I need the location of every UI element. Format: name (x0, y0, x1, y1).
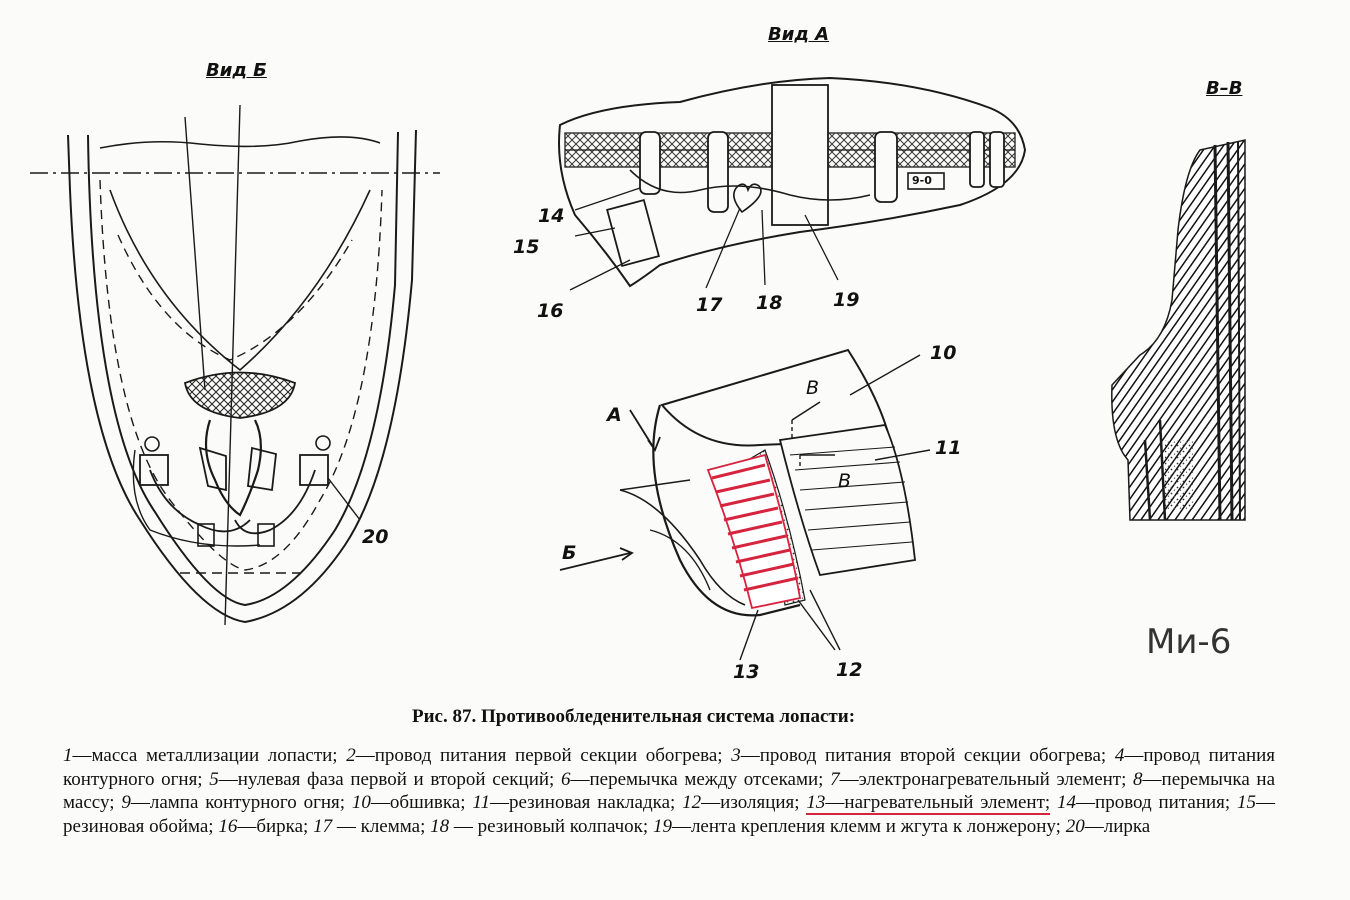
legend-item-3: 3—провод питания второй секции обогрева; (731, 745, 1106, 766)
legend-item-18: 18 — резиновый колпачок; (430, 816, 648, 837)
legend-item-text: —провод питания; (1076, 792, 1231, 813)
legend-item-text: — резиновый колпачок; (449, 815, 649, 837)
legend-item-7: 7—электронагревательный элемент; (830, 769, 1126, 790)
legend-item-number: 7 (830, 768, 840, 790)
legend-item-text: —масса металлизации лопасти; (72, 745, 338, 766)
callout-19: 19 (833, 289, 860, 311)
legend-item-11: 11—резиновая накладка; (472, 792, 675, 813)
section-vv-drawing (1111, 139, 1246, 521)
legend-item-9: 9—лампа контурного огня; (121, 792, 345, 813)
legend-item-text: —перемычка между отсеками; (570, 768, 824, 790)
legend-item-19: 19—лента крепления клемм и жгута к лонже… (653, 816, 1061, 837)
legend-item-number: 4 (1114, 745, 1125, 766)
callout-17: 17 (696, 294, 723, 316)
arrow-v-label-2: В (838, 470, 852, 492)
legend-item-text: —лампа контурного огня; (130, 792, 346, 813)
legend-item-number: 1 (63, 745, 73, 766)
legend-item-2: 2—провод питания первой секции обогрева; (346, 745, 722, 766)
arrow-v-label-1: В (806, 377, 820, 399)
tag-label: 9-0 (912, 174, 932, 187)
callout-18: 18 (756, 292, 783, 314)
legend-item-10: 10—обшивка; (352, 792, 466, 813)
legend-item-number: 15 (1237, 792, 1257, 813)
legend-item-text: —провод питания контурного огня; (63, 745, 1276, 790)
legend-item-text: —лента крепления клемм и жгута к лонжеро… (671, 815, 1061, 837)
legend-item-text: —бирка; (237, 815, 309, 837)
legend-item-text: —нулевая фаза первой и второй секций; (218, 768, 555, 790)
legend-item-5: 5—нулевая фаза первой и второй секций; (209, 769, 554, 790)
legend-item-text: —нагревательный элемент; (825, 792, 1051, 813)
legend-item-16: 16—бирка; (218, 816, 308, 837)
legend-item-8: 8—перемычка на массу; (63, 769, 1275, 814)
view-a-drawing (558, 76, 1027, 291)
callout-15: 15 (513, 236, 540, 258)
blade-section-drawing (559, 348, 931, 661)
view-b-drawing (30, 104, 440, 626)
legend-item-15: 15—резиновая обойма; (63, 792, 1275, 837)
legend-item-number: 2 (346, 745, 356, 766)
callout-14: 14 (538, 205, 565, 227)
legend-item-14: 14—провод питания; (1057, 792, 1230, 813)
legend-item-13: 13—нагревательный элемент; (806, 792, 1051, 815)
legend-item-number: 11 (472, 792, 490, 813)
arrow-a-label: А (607, 404, 622, 426)
legend-item-number: 20 (1065, 815, 1085, 837)
callout-16: 16 (537, 300, 564, 322)
legend-item-text: —изоляция; (701, 792, 800, 813)
legend-item-text: —провод питания второй секции обогрева; (740, 745, 1107, 766)
legend-item-4: 4—провод питания контурного огня; (63, 745, 1275, 790)
view-a-title: Вид А (768, 24, 830, 45)
legend-item-number: 19 (652, 815, 672, 837)
legend-item-number: 5 (209, 768, 219, 790)
legend-item-text: —перемычка на массу; (63, 768, 1276, 814)
arrow-b-label: Б (562, 542, 577, 564)
callout-10: 10 (930, 342, 957, 364)
figure-drawing (30, 76, 1246, 661)
legend-item-text: —электронагревательный элемент; (839, 768, 1127, 790)
legend-item-number: 13 (806, 792, 826, 813)
legend-item-17: 17 — клемма; (313, 816, 425, 837)
legend-item-text: — клемма; (332, 815, 426, 837)
legend-item-number: 9 (121, 792, 131, 813)
legend-item-number: 17 (313, 815, 333, 837)
legend-item-text: —резиновая накладка; (489, 792, 676, 813)
section-vv-title: В–В (1206, 78, 1243, 99)
legend-item-text: —провод питания первой секции обогрева; (355, 745, 723, 766)
view-b-title: Вид Б (206, 60, 267, 81)
legend-item-1: 1—масса металлизации лопасти; (63, 745, 338, 766)
legend-item-text: —лирка (1084, 815, 1151, 837)
legend-item-number: 18 (430, 815, 450, 837)
legend-item-number: 16 (218, 815, 238, 837)
figure-caption-title: Рис. 87. Противообледенительная система … (412, 706, 856, 727)
legend-item-12: 12—изоляция; (682, 792, 799, 813)
legend-item-number: 6 (560, 768, 571, 790)
legend-item-number: 8 (1133, 768, 1143, 790)
legend-item-number: 14 (1057, 792, 1077, 813)
figure-legend: 1—масса металлизации лопасти; 2—провод п… (63, 744, 1275, 838)
callout-11: 11 (935, 437, 962, 459)
callout-13: 13 (733, 661, 760, 683)
callout-12: 12 (836, 659, 863, 681)
legend-item-text: —резиновая обойма; (63, 792, 1276, 837)
callout-20: 20 (362, 526, 389, 548)
legend-item-number: 3 (731, 745, 741, 766)
legend-item-text: —обшивка; (370, 792, 466, 813)
legend-item-6: 6—перемычка между отсеками; (561, 769, 824, 790)
legend-item-number: 12 (682, 792, 702, 813)
legend-item-20: 20—лирка (1066, 816, 1151, 837)
legend-item-number: 10 (351, 792, 371, 813)
watermark: Ми-6 (1146, 622, 1232, 662)
